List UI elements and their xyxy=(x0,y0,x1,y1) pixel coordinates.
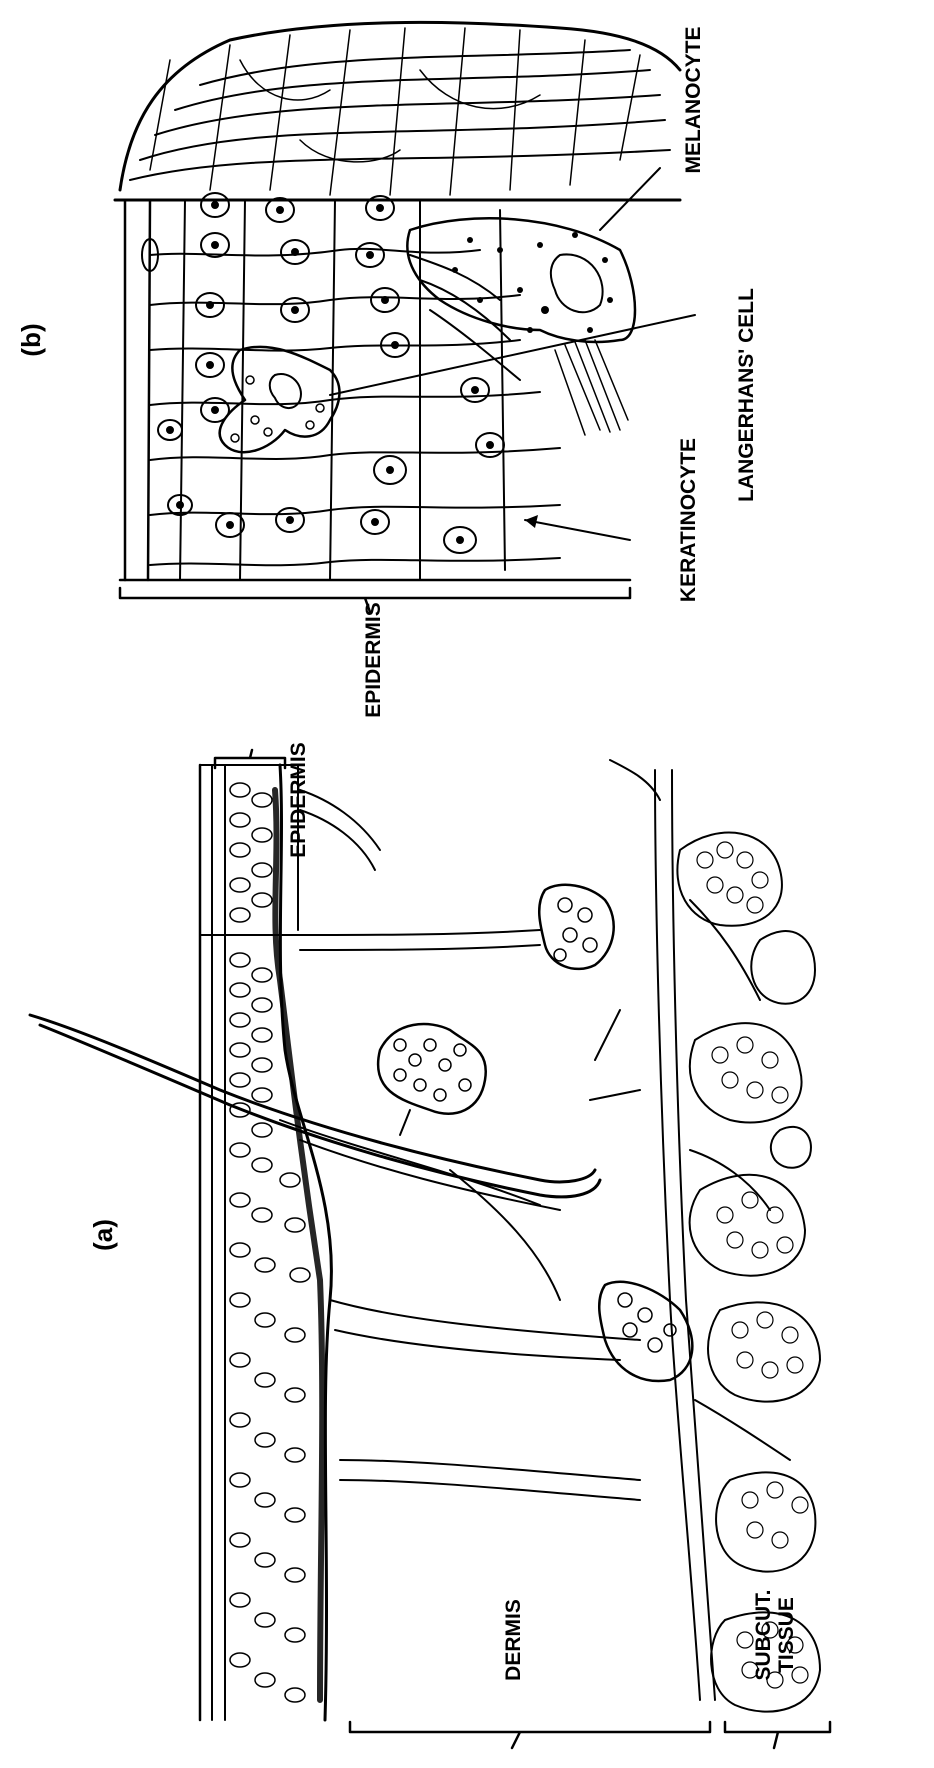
sweat-gland-upper xyxy=(539,885,613,969)
stratum-corneum xyxy=(115,22,680,200)
keratinocyte-cells xyxy=(125,193,560,580)
dermis-bracket xyxy=(350,1722,710,1748)
panel-b-epidermis-cells: (b) xyxy=(16,22,695,612)
keratinocyte-label: KERATINOCYTE xyxy=(677,438,700,602)
panel-a-label: (a) xyxy=(88,1219,118,1251)
langerhans-label: LANGERHANS' CELL xyxy=(735,288,758,502)
sweat-gland-lower xyxy=(599,1282,692,1381)
dermis-label: DERMIS xyxy=(502,1599,525,1681)
melanocyte-cell xyxy=(407,218,635,435)
keratinocyte-arrowhead xyxy=(525,515,538,528)
dermis-vessels xyxy=(300,760,790,1700)
langerhans-cell xyxy=(220,347,340,452)
epidermis-label-b: EPIDERMIS xyxy=(362,602,385,718)
epidermis-label-a: EPIDERMIS xyxy=(287,742,310,858)
subcut-bracket xyxy=(725,1722,830,1748)
subcut-label-line1: SUBCUT. xyxy=(752,1589,775,1680)
panel-a-skin-section: (a) xyxy=(30,750,830,1748)
subcut-label-line2: TISSUE xyxy=(775,1597,798,1673)
fat-cells xyxy=(697,842,808,1688)
hair-follicle xyxy=(30,1015,600,1210)
keratinocyte-leader xyxy=(525,520,630,540)
melanocyte-label: MELANOCYTE xyxy=(682,27,705,174)
fat-lobules xyxy=(677,833,820,1712)
sebaceous-gland xyxy=(378,1024,486,1135)
epidermis-layer xyxy=(200,765,331,1720)
panel-b-label: (b) xyxy=(16,323,46,356)
